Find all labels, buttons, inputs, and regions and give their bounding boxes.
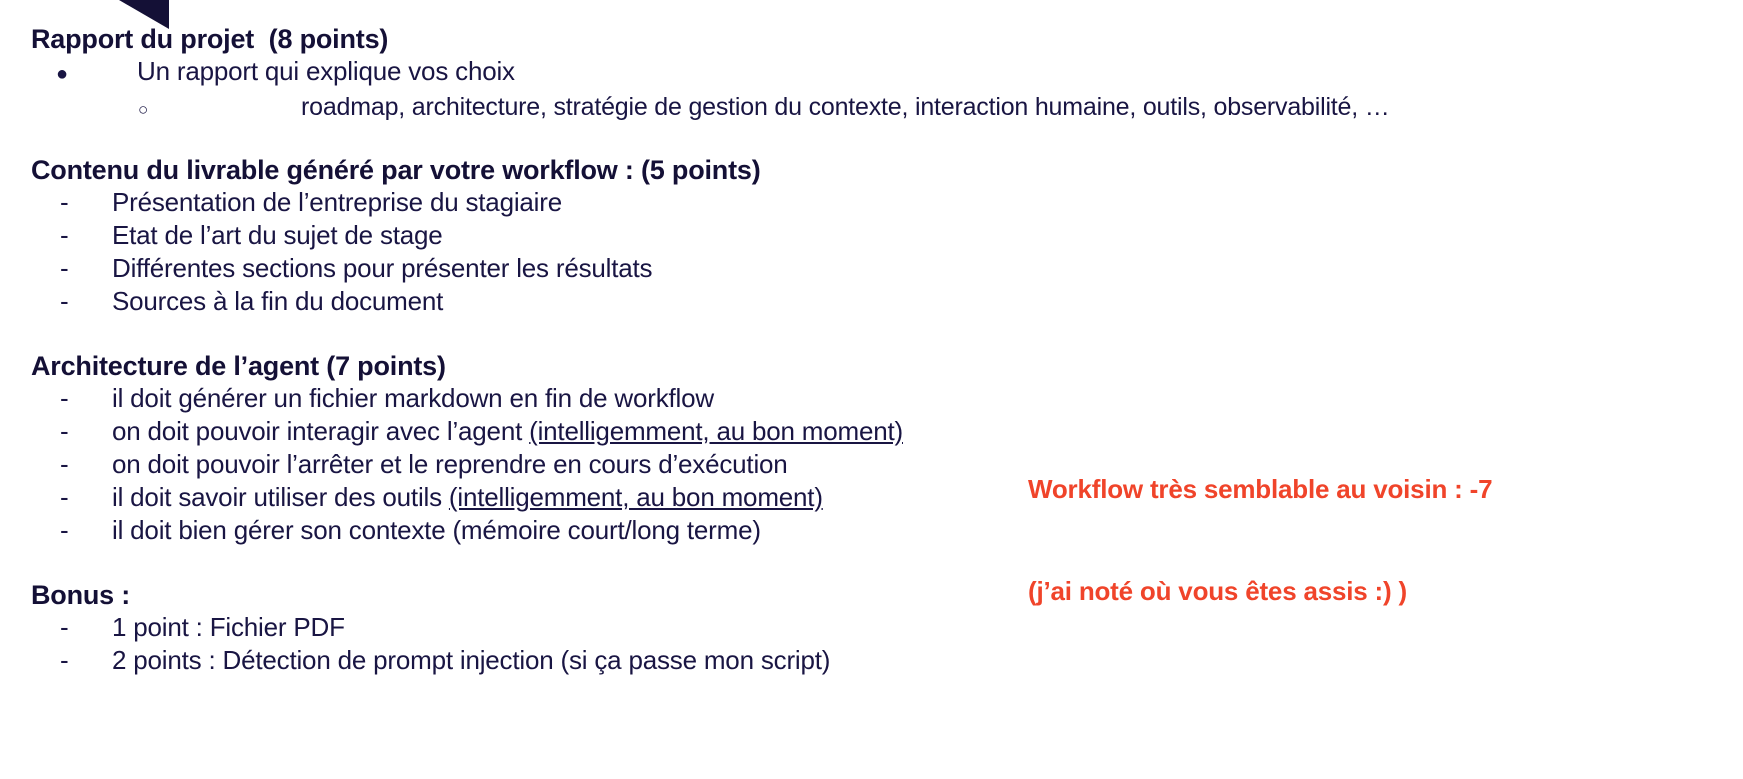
list-item-text: il doit générer un fichier markdown en f… [112, 383, 714, 413]
annotation-line-2: (j’ai noté où vous êtes assis :) ) [1028, 576, 1407, 606]
dash-bullet-icon: - [60, 515, 69, 545]
bullet-filled-icon: ● [56, 63, 68, 85]
section-architecture-de-l-agent: Architecture de l’agent (7 points) - il … [31, 351, 903, 547]
item-list: - Présentation de l’entreprise du stagia… [31, 186, 761, 318]
item-list: ● Un rapport qui explique vos choix ○ ro… [31, 55, 1390, 126]
item-list: - il doit générer un fichier markdown en… [31, 382, 903, 547]
list-item-text-plain: on doit pouvoir interagir avec l’agent [112, 416, 530, 446]
section-heading: Architecture de l’agent (7 points) [31, 351, 446, 381]
list-item: - Différentes sections pour présenter le… [31, 252, 761, 285]
bullet-hollow-icon: ○ [138, 100, 149, 119]
section-heading: Bonus : [31, 580, 131, 610]
section-heading: Rapport du projet (8 points) [31, 24, 389, 54]
section-bonus: Bonus : - 1 point : Fichier PDF - 2 poin… [31, 580, 830, 677]
grading-annotation: Workflow très semblable au voisin : -7 (… [1028, 404, 1568, 676]
list-item: - Présentation de l’entreprise du stagia… [31, 186, 761, 219]
dash-bullet-icon: - [60, 482, 69, 512]
list-item-text: Etat de l’art du sujet de stage [112, 220, 443, 250]
dash-bullet-icon: - [60, 612, 69, 642]
list-item: - Etat de l’art du sujet de stage [31, 219, 761, 252]
section-rapport-du-projet: Rapport du projet (8 points) ● Un rappor… [31, 24, 1390, 126]
list-item-text: on doit pouvoir l’arrêter et le reprendr… [112, 449, 788, 479]
list-item: ○ roadmap, architecture, stratégie de ge… [31, 91, 1390, 126]
list-item: - il doit bien gérer son contexte (mémoi… [31, 514, 903, 547]
list-item: - 1 point : Fichier PDF [31, 611, 830, 644]
dash-bullet-icon: - [60, 253, 69, 283]
list-item-text: Présentation de l’entreprise du stagiair… [112, 187, 562, 217]
dash-bullet-icon: - [60, 416, 69, 446]
section-heading: Contenu du livrable généré par votre wor… [31, 155, 761, 185]
dash-bullet-icon: - [60, 286, 69, 316]
list-item: - on doit pouvoir interagir avec l’agent… [31, 415, 903, 448]
dash-bullet-icon: - [60, 645, 69, 675]
annotation-line-1: Workflow très semblable au voisin : -7 [1028, 474, 1493, 504]
list-item-text: Sources à la fin du document [112, 286, 444, 316]
list-item: - 2 points : Détection de prompt injecti… [31, 644, 830, 677]
list-item-text: il doit bien gérer son contexte (mémoire… [112, 515, 761, 545]
list-item-text: 1 point : Fichier PDF [112, 612, 345, 642]
list-item-text: roadmap, architecture, stratégie de gest… [301, 93, 1390, 121]
list-item-text: il doit savoir utiliser des outils (inte… [112, 481, 823, 514]
section-contenu-du-livrable: Contenu du livrable généré par votre wor… [31, 155, 761, 318]
list-item-text-plain: il doit savoir utiliser des outils [112, 482, 449, 512]
list-item: - on doit pouvoir l’arrêter et le repren… [31, 448, 903, 481]
list-item: - il doit générer un fichier markdown en… [31, 382, 903, 415]
dash-bullet-icon: - [60, 187, 69, 217]
dash-bullet-icon: - [60, 220, 69, 250]
list-item: - il doit savoir utiliser des outils (in… [31, 481, 903, 514]
list-item-text: on doit pouvoir interagir avec l’agent (… [112, 415, 903, 448]
list-item: ● Un rapport qui explique vos choix [31, 55, 1390, 91]
list-item: - Sources à la fin du document [31, 285, 761, 318]
list-item-text: 2 points : Détection de prompt injection… [112, 645, 831, 675]
dash-bullet-icon: - [60, 449, 69, 479]
list-item-text: Un rapport qui explique vos choix [137, 56, 515, 86]
list-item-text: Différentes sections pour présenter les … [112, 253, 653, 283]
list-item-text-underlined: (intelligemment, au bon moment) [448, 482, 823, 512]
item-list: - 1 point : Fichier PDF - 2 points : Dét… [31, 611, 830, 677]
list-item-text-underlined: (intelligemment, au bon moment) [529, 416, 903, 446]
dash-bullet-icon: - [60, 383, 69, 413]
corner-triangle-decoration [119, 0, 169, 29]
